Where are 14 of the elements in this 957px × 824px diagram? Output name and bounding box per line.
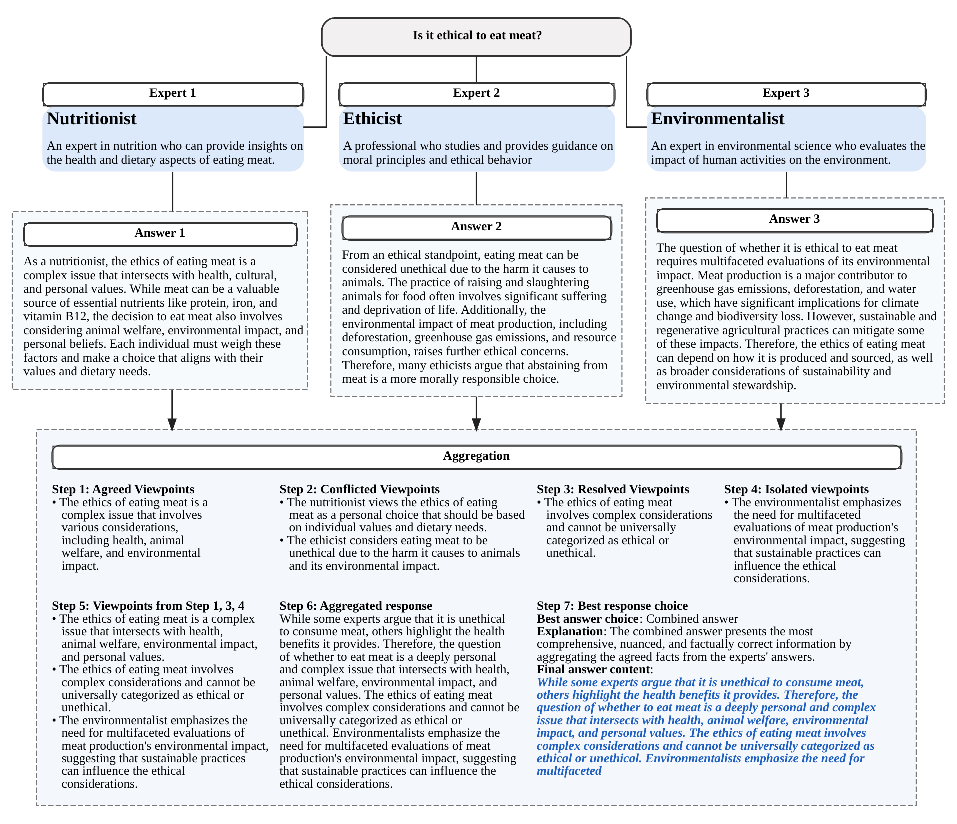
connector xyxy=(304,56,328,128)
connector xyxy=(476,172,478,205)
connector xyxy=(626,56,647,128)
node-box: Is it ethical to eat meat? xyxy=(321,17,632,58)
arrow xyxy=(776,404,786,432)
connector xyxy=(476,56,478,83)
arrow xyxy=(472,396,482,432)
node-box: Aggregation Step 1: Agreed Viewpoints • The ethics of eating meat is a complex issue that involves various considerations, including health, animal welfare, and environmental impact. Step 2: Conflicted Viewpoints • The nutritionist views the ethics of eating meat as a personal choice that should be based on individual values and dietary needs. • The ethicist considers eating meat to be unethical due to the harm it causes to animals and its environmental impact. Step 3: Resolved Viewpoints • The ethics of eating meat involves complex considerations and cannot be universally categorized as ethical or unethical. Step 4: Isolated viewpoints • The environmentalist emphasizes the need for multifaceted evaluations of meat production's environmental impact, suggesting that sustainable practices can influence the ethical considerations. Step 5: Viewpoints from Step 1, 3, 4 • The ethics of eating meat is a complex issue that intersects with health, animal welfare, environmental impact, and personal values. • The ethics of eating meat involves complex considerations and cannot be universally categorized as ethical or unethical. • The environmentalist emphasizes the need for multifaceted evaluations of meat production's environmental impact, suggesting that sustainable practices can influence the ethical considerations. Step 6: Aggregated response While some experts argue that it is unethical to consume meat, others highlight the health benefits it provides. Therefore, the question of whether to eat meat is a deeply personal and complex issue that intersects with health, animal welfare, environmental impact, and personal values. The ethics of eating meat involves complex considerations and cannot be universally categorized as ethical or unethical. Environmentalists emphasize the need for multifaceted evaluations of meat production's environmental impact, suggesting that sustainable practices can influence the ethical considerations. Step 7: Best response choice Best answer choice: Combined answer Explanation: The combined answer presents the most comprehensive, nuanced, and factually correct information by aggregating the agreed facts from the experts' answers. Final answer content: While some experts argue that it is unethical to consume meat, others highlight the health benefits it provides. Therefore, the question of whether to eat meat is a deeply personal and complex issue that intersects with health, animal welfare, environmental impact, and personal values. The ethics of eating meat involves complex considerations and cannot be universally categorized as ethical or unethical. Environmentalists emphasize the need for multifaceted xyxy=(36,429,917,806)
connector xyxy=(786,172,788,198)
connector xyxy=(172,172,174,212)
arrow xyxy=(168,390,177,432)
node-box: Answer 1 As a nutritionist, the ethics of eating meat is a complex issue that intersects with health, cultural, and personal values. While meat can be a valuable source of essential nutrients like protein, iron, and vitamin B12, the decision to eat meat also involves considering animal welfare, environmental impact, and personal beliefs. Each individual must weigh these factors and make a choice that aligns with their values and dietary needs. xyxy=(12,211,308,390)
node-box: Answer 3 The question of whether it is ethical to eat meat requires multifaceted evaluations of its environmental impact. Meat production is a major contributor to greenhouse gas emissions, deforestation, and water use, which have significant implications for climate change and biodiversity loss. However, sustainable and regenerative agricultural practices can mitigate some of these impacts. Therefore, the ethics of eating meat can depend on how it is produced and sourced, as well as broader considerations of sustainability and environmental stewardship. xyxy=(645,198,946,404)
node-box: Answer 2 From an ethical standpoint, eating meat can be considered unethical due to the harm it causes to animals. The practice of raising and slaughtering animals for food often involves significant suffering and deprivation of life. Additionally, the environmental impact of meat production, including deforestation, greenhouse gas emissions, and resource consumption, raises further ethical concerns. Therefore, many ethicists argue that abstaining from meat is a more morally responsible choice. xyxy=(330,204,623,398)
